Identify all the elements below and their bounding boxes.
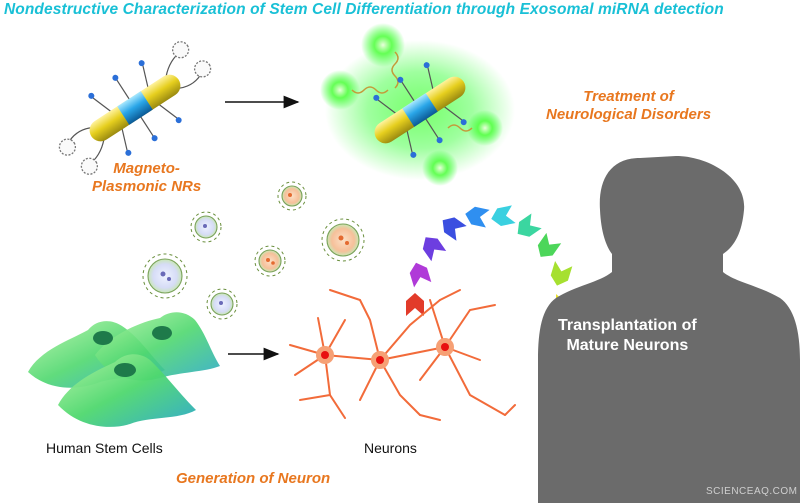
human-silhouette-icon — [538, 156, 800, 503]
rainbow-arrow-icon — [406, 205, 574, 317]
chevron-icon — [442, 217, 467, 241]
chevron-icon — [406, 293, 424, 316]
neuron-soma — [316, 338, 454, 369]
diagram-title: Nondestructive Characterization of Stem … — [4, 1, 724, 18]
chevron-icon — [491, 205, 516, 227]
label-human-stem-cells: Human Stem Cells — [46, 440, 163, 456]
stem-cell-icon — [28, 312, 220, 427]
label-generation-of-neuron: Generation of Neuron — [176, 470, 331, 487]
glowing-nanorod-icon — [320, 23, 515, 186]
label-magneto-plasmonic-nrs: Magneto- Plasmonic NRs — [92, 160, 202, 195]
chevron-icon — [465, 206, 490, 228]
watermark: SCIENCEAQ.COM — [706, 486, 798, 497]
chevron-icon — [409, 262, 432, 288]
chevron-icon — [537, 232, 562, 257]
exosome-icon — [142, 181, 365, 320]
neuron-network-icon — [289, 289, 516, 421]
nanorod-icon — [58, 41, 212, 175]
label-transplantation-mature-neurons: Transplantation of Mature Neurons — [558, 317, 697, 354]
chevron-icon — [517, 213, 542, 237]
chevron-icon — [422, 237, 447, 262]
label-treatment-neurological-disorders: Treatment of Neurological Disorders — [546, 88, 712, 123]
label-neurons: Neurons — [364, 440, 417, 456]
chevron-icon — [550, 261, 573, 286]
